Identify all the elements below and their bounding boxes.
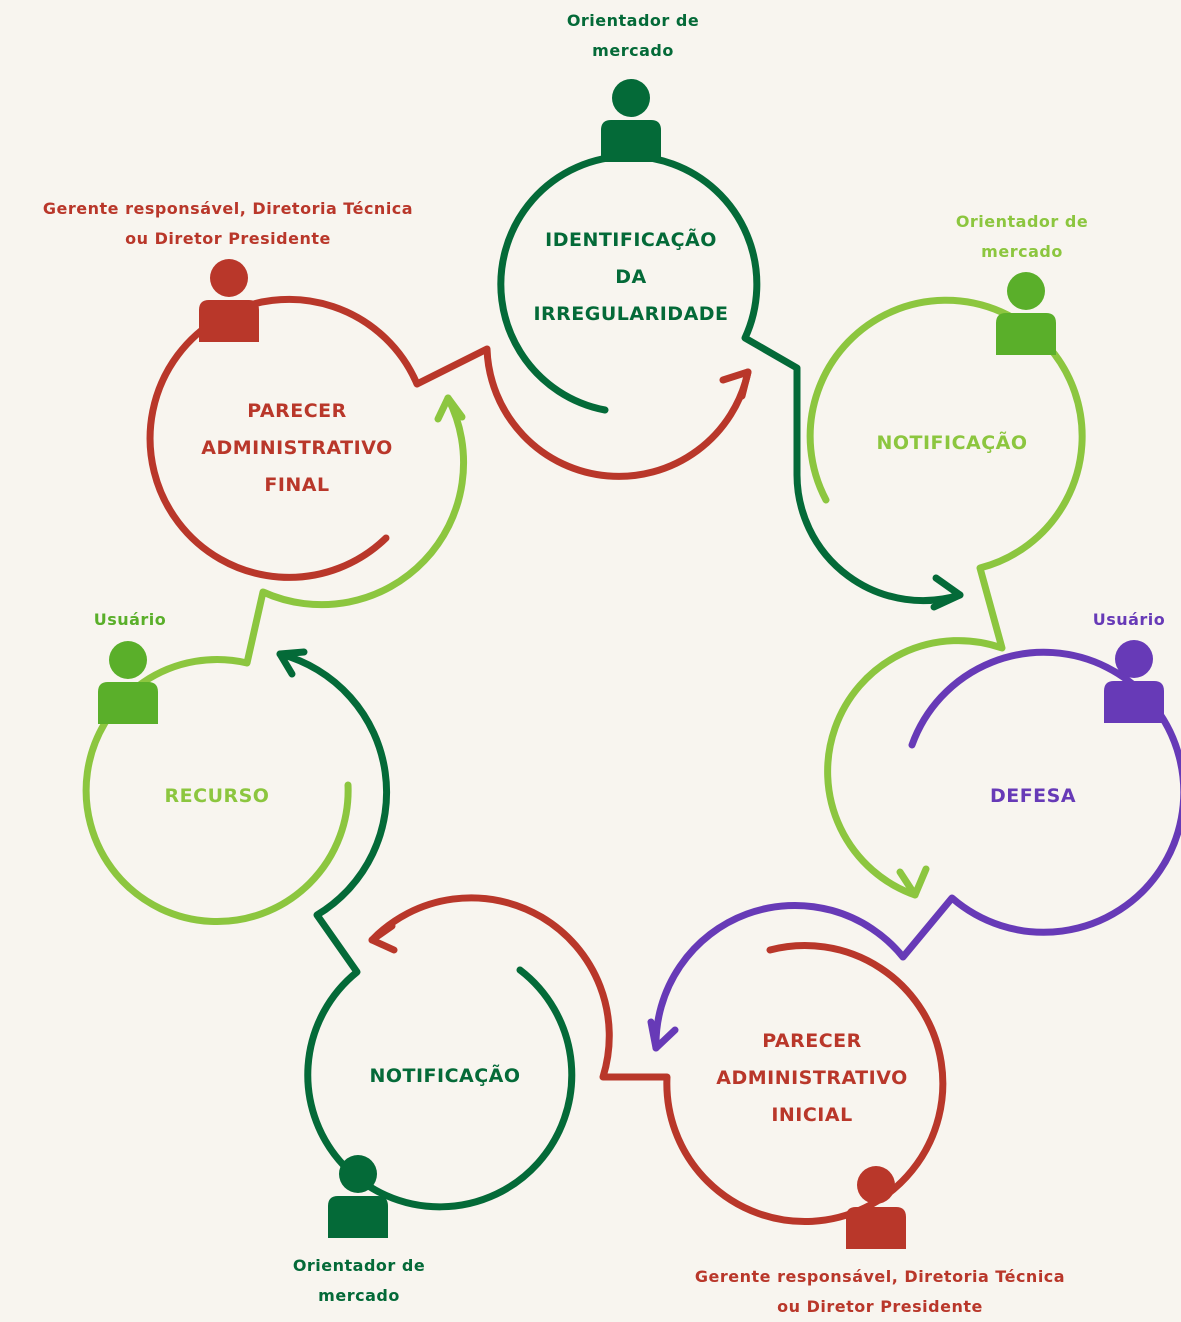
role-label-parecer-inicial: Gerente responsável, Diretoria Técnica o…	[694, 1267, 1066, 1316]
arrowhead-icon	[434, 394, 466, 423]
step-title-parecer-inicial: PARECER ADMINISTRATIVO INICIAL	[716, 1030, 908, 1126]
arrowhead-icon	[276, 648, 308, 678]
person-icon	[996, 272, 1056, 355]
step-title-parecer-final: PARECER ADMINISTRATIVO FINAL	[201, 400, 393, 496]
role-label-recurso: Usuário	[93, 610, 167, 629]
arrowhead-icon	[719, 368, 752, 400]
cycle-ring-notificacao-1	[806, 296, 1086, 899]
person-icon	[846, 1166, 906, 1249]
arrowhead-icon	[896, 865, 930, 899]
role-label-notificacao-1: Orientador de mercado	[955, 212, 1089, 261]
step-title-notificacao-2: NOTIFICAÇÃO	[369, 1065, 521, 1087]
role-label-identificacao: Orientador de mercado	[566, 11, 700, 60]
step-title-defesa: DEFESA	[989, 785, 1077, 807]
person-icon	[98, 641, 158, 724]
cycle-ring-defesa	[652, 648, 1181, 1052]
person-icon	[328, 1155, 388, 1238]
person-icon	[601, 79, 661, 162]
cycle-ring-parecer-inicial	[368, 894, 947, 1226]
person-icon	[1104, 640, 1164, 723]
role-label-defesa: Usuário	[1092, 610, 1166, 629]
step-title-recurso: RECURSO	[164, 785, 270, 807]
arrowhead-icon	[368, 922, 398, 954]
arrowhead-icon	[647, 1018, 679, 1052]
step-title-identificacao: IDENTIFICAÇÃO DA IRREGULARIDADE	[533, 229, 729, 325]
role-label-notificacao-2: Orientador de mercado	[292, 1256, 426, 1305]
cycle-ring-notificacao-2	[276, 650, 576, 1211]
step-title-notificacao-1: NOTIFICAÇÃO	[876, 432, 1028, 454]
arrowhead-icon	[930, 574, 964, 611]
role-label-parecer-final: Gerente responsável, Diretoria Técnica o…	[42, 199, 414, 248]
cycle-ring-identificacao	[497, 152, 964, 605]
cycle-ring-parecer-final	[146, 295, 752, 581]
person-icon	[199, 259, 259, 342]
